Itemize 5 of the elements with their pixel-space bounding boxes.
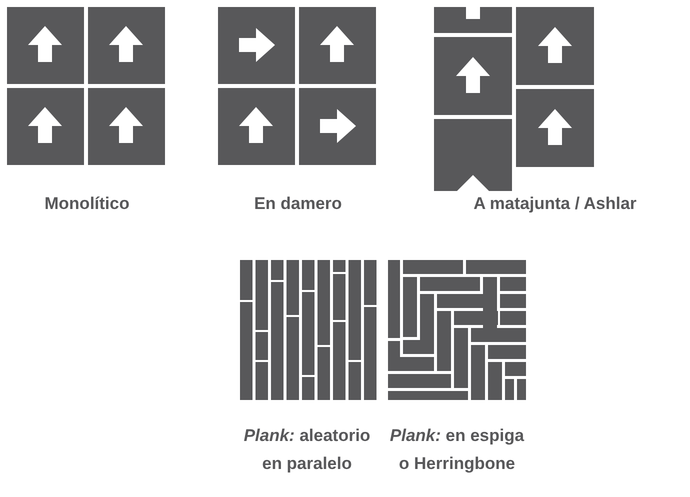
caption: Plank: en espiga o Herringbone	[388, 425, 526, 475]
caption: A matajunta / Ashlar	[472, 193, 638, 215]
caption: En damero	[253, 193, 343, 215]
caption: Monolítico	[44, 193, 130, 215]
caption: Plank: aleatorio en paralelo	[242, 425, 372, 475]
